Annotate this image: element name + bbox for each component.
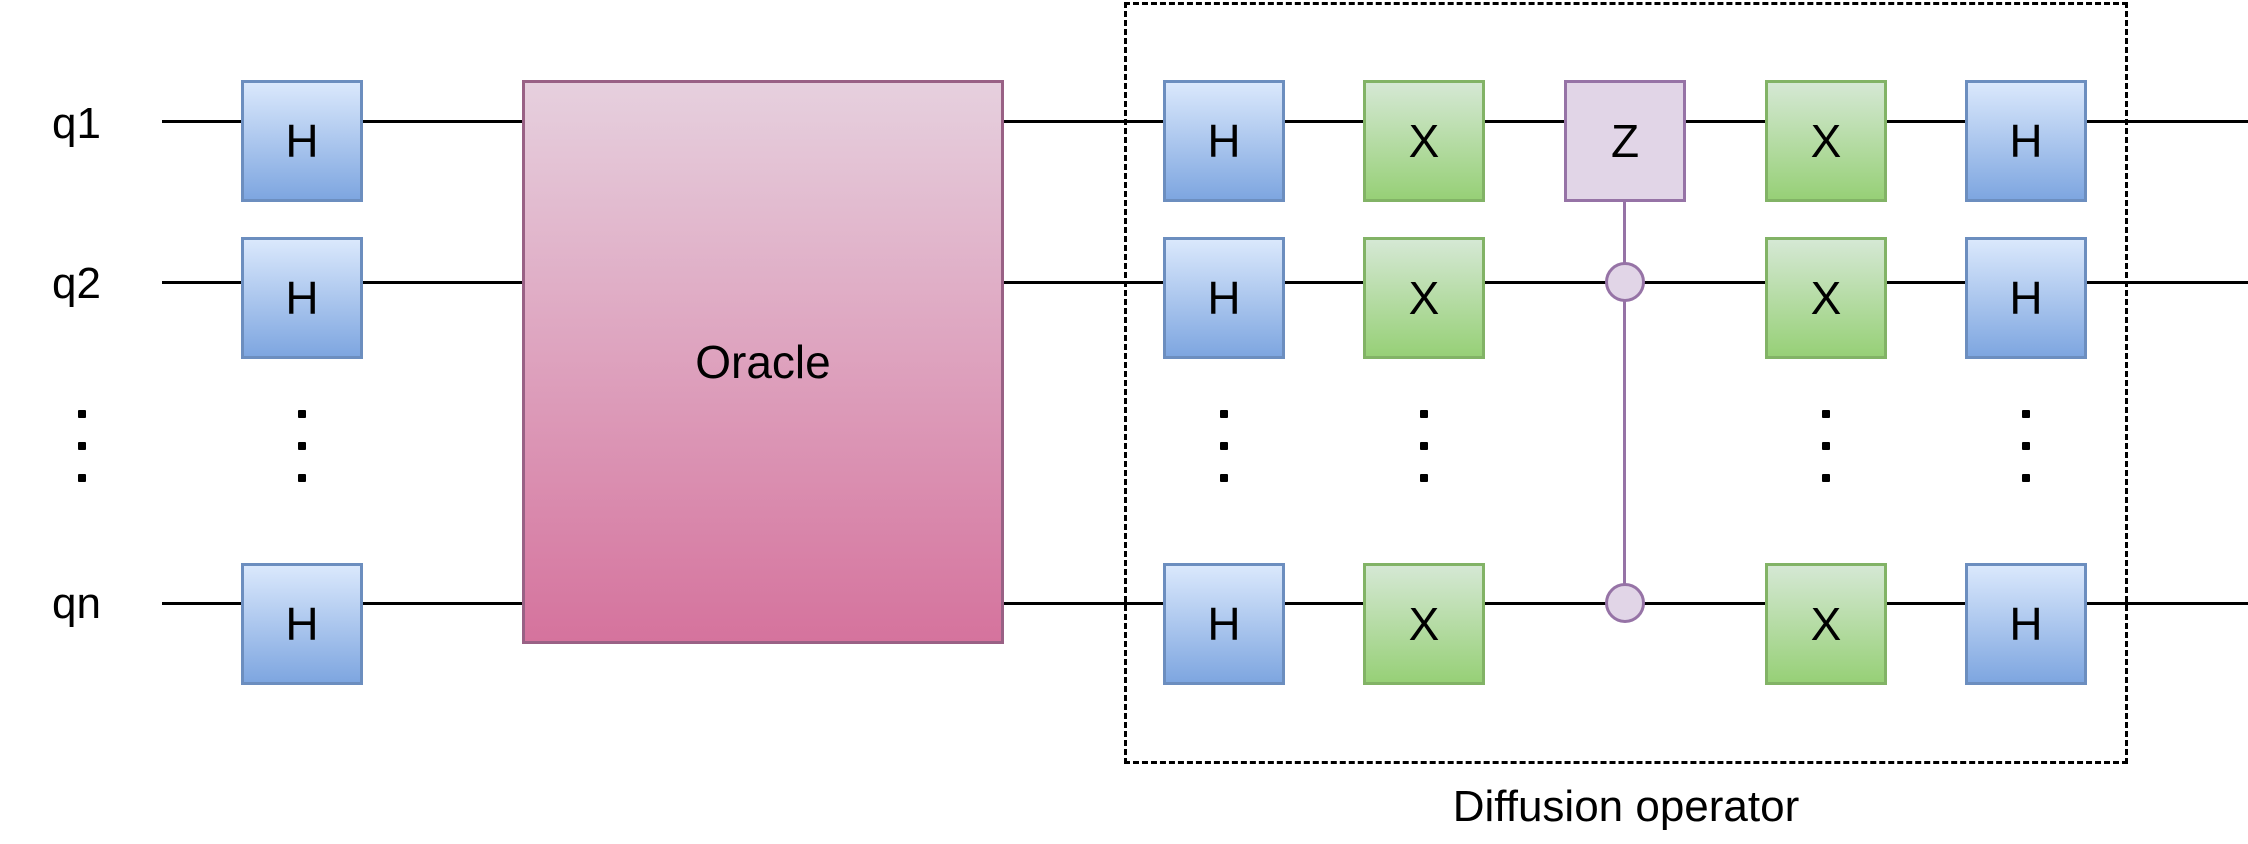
diffusion-operator-label: Diffusion operator [1452, 782, 1800, 831]
gate-x-diff1-qn: X [1363, 563, 1485, 685]
gate-z-target-q1: Z [1564, 80, 1686, 202]
ellipsis-labels [77, 410, 87, 482]
qubit-label-qn: qn [52, 579, 101, 628]
gate-x-diff2-q1: X [1765, 80, 1887, 202]
gate-x-diff1-q2: X [1363, 237, 1485, 359]
diffusion-operator-box [1124, 2, 2128, 764]
gate-x-diff2-qn: X [1765, 563, 1887, 685]
gate-x-diff1-q1: X [1363, 80, 1485, 202]
gate-h-diff2-q1: H [1965, 80, 2087, 202]
gate-h-diff1-q1: H [1163, 80, 1285, 202]
oracle-block: Oracle [522, 80, 1004, 644]
gate-h-diff2-qn: H [1965, 563, 2087, 685]
ellipsis-init-h [297, 410, 307, 482]
ellipsis-diff-x2 [1821, 410, 1831, 482]
gate-x-diff2-q2: X [1765, 237, 1887, 359]
oracle-label: Oracle [695, 336, 831, 388]
gate-h-diff1-q2: H [1163, 237, 1285, 359]
control-dot-qn [1605, 583, 1645, 623]
gate-h-diff2-q2: H [1965, 237, 2087, 359]
control-line [1623, 200, 1626, 603]
qubit-label-q1: q1 [52, 99, 101, 148]
control-dot-q2 [1605, 262, 1645, 302]
qubit-label-q2: q2 [52, 259, 101, 308]
gate-h-init-q2: H [241, 237, 363, 359]
ellipsis-diff-x1 [1419, 410, 1429, 482]
gate-h-init-q1: H [241, 80, 363, 202]
ellipsis-diff-h2 [2021, 410, 2031, 482]
gate-h-init-qn: H [241, 563, 363, 685]
gate-h-diff1-qn: H [1163, 563, 1285, 685]
ellipsis-diff-h1 [1219, 410, 1229, 482]
